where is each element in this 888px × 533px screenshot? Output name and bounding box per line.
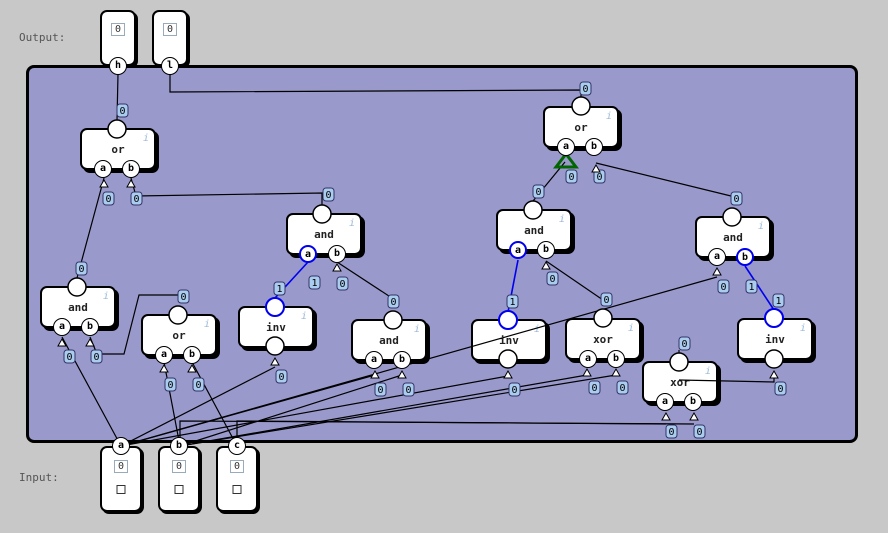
info-icon[interactable]: i bbox=[533, 324, 540, 335]
input-pin-a[interactable]: 0 bbox=[100, 446, 142, 512]
gate-and3[interactable]: and i bbox=[695, 216, 771, 258]
or3-port-b[interactable]: b bbox=[183, 346, 201, 364]
info-icon[interactable]: i bbox=[799, 323, 806, 334]
gate-and5[interactable]: and i bbox=[351, 319, 427, 361]
output-l-value: 0 bbox=[162, 23, 178, 36]
gate-and3-label: and bbox=[723, 231, 743, 244]
input-a-toggle[interactable] bbox=[116, 485, 126, 494]
or3-port-a[interactable]: a bbox=[155, 346, 173, 364]
info-icon[interactable]: i bbox=[627, 323, 634, 334]
gate-inv2-label: inv bbox=[499, 334, 519, 347]
info-icon[interactable]: i bbox=[300, 311, 307, 322]
gate-or2-label: or bbox=[574, 121, 588, 134]
xor1-port-b[interactable]: b bbox=[607, 350, 625, 368]
info-icon[interactable]: i bbox=[605, 111, 612, 122]
gate-or1-label: or bbox=[111, 143, 125, 156]
info-icon[interactable]: i bbox=[558, 214, 565, 225]
and5-port-b[interactable]: b bbox=[393, 351, 411, 369]
gate-inv3-label: inv bbox=[765, 333, 785, 346]
and1-port-a[interactable]: a bbox=[299, 245, 317, 263]
output-pin-l[interactable]: 0 bbox=[152, 10, 188, 66]
input-section-label: Input: bbox=[19, 471, 59, 484]
info-icon[interactable]: i bbox=[413, 324, 420, 335]
info-icon[interactable]: i bbox=[757, 221, 764, 232]
gate-inv3[interactable]: inv i bbox=[737, 318, 813, 360]
gate-inv1[interactable]: inv i bbox=[238, 306, 314, 348]
and4-port-b[interactable]: b bbox=[81, 318, 99, 336]
gate-and1-label: and bbox=[314, 228, 334, 241]
xor2-port-a[interactable]: a bbox=[656, 393, 674, 411]
gate-and1[interactable]: and i bbox=[286, 213, 362, 255]
and4-port-a[interactable]: a bbox=[53, 318, 71, 336]
and3-port-a[interactable]: a bbox=[708, 248, 726, 266]
info-icon[interactable]: i bbox=[203, 319, 210, 330]
output-section-label: Output: bbox=[19, 31, 66, 44]
input-b-port[interactable]: b bbox=[170, 437, 188, 455]
gate-inv1-label: inv bbox=[266, 321, 286, 334]
gate-or3-label: or bbox=[172, 329, 186, 342]
output-h-port[interactable]: h bbox=[109, 57, 127, 75]
input-c-toggle[interactable] bbox=[232, 485, 242, 494]
gate-xor2[interactable]: xor i bbox=[642, 361, 718, 403]
gate-xor1[interactable]: xor i bbox=[565, 318, 641, 360]
input-pin-c[interactable]: 0 bbox=[216, 446, 258, 512]
input-b-value[interactable]: 0 bbox=[171, 460, 187, 473]
output-h-value: 0 bbox=[110, 23, 126, 36]
and3-port-b[interactable]: b bbox=[736, 248, 754, 266]
input-c-value[interactable]: 0 bbox=[229, 460, 245, 473]
output-l-port[interactable]: l bbox=[161, 57, 179, 75]
or2-port-b[interactable]: b bbox=[585, 138, 603, 156]
info-icon[interactable]: i bbox=[142, 133, 149, 144]
xor1-port-a[interactable]: a bbox=[579, 350, 597, 368]
input-c-port[interactable]: c bbox=[228, 437, 246, 455]
and2-port-a[interactable]: a bbox=[509, 241, 527, 259]
and1-port-b[interactable]: b bbox=[328, 245, 346, 263]
output-pin-h[interactable]: 0 bbox=[100, 10, 136, 66]
or1-port-a[interactable]: a bbox=[94, 160, 112, 178]
gate-inv2[interactable]: inv i bbox=[471, 319, 547, 361]
gate-or3[interactable]: or i bbox=[141, 314, 217, 356]
input-b-toggle[interactable] bbox=[174, 485, 184, 494]
and5-port-a[interactable]: a bbox=[365, 351, 383, 369]
gate-and4-label: and bbox=[68, 301, 88, 314]
gate-or1[interactable]: or i bbox=[80, 128, 156, 170]
xor2-port-b[interactable]: b bbox=[684, 393, 702, 411]
gate-xor2-label: xor bbox=[670, 376, 690, 389]
gate-or2[interactable]: or i bbox=[543, 106, 619, 148]
gate-and2[interactable]: and i bbox=[496, 209, 572, 251]
gate-xor1-label: xor bbox=[593, 333, 613, 346]
gate-and5-label: and bbox=[379, 334, 399, 347]
info-icon[interactable]: i bbox=[102, 291, 109, 302]
input-a-port[interactable]: a bbox=[112, 437, 130, 455]
gate-and4[interactable]: and i bbox=[40, 286, 116, 328]
info-icon[interactable]: i bbox=[348, 218, 355, 229]
or1-port-b[interactable]: b bbox=[122, 160, 140, 178]
input-a-value[interactable]: 0 bbox=[113, 460, 129, 473]
input-pin-b[interactable]: 0 bbox=[158, 446, 200, 512]
gate-and2-label: and bbox=[524, 224, 544, 237]
and2-port-b[interactable]: b bbox=[537, 241, 555, 259]
info-icon[interactable]: i bbox=[704, 366, 711, 377]
or2-port-a[interactable]: a bbox=[557, 138, 575, 156]
